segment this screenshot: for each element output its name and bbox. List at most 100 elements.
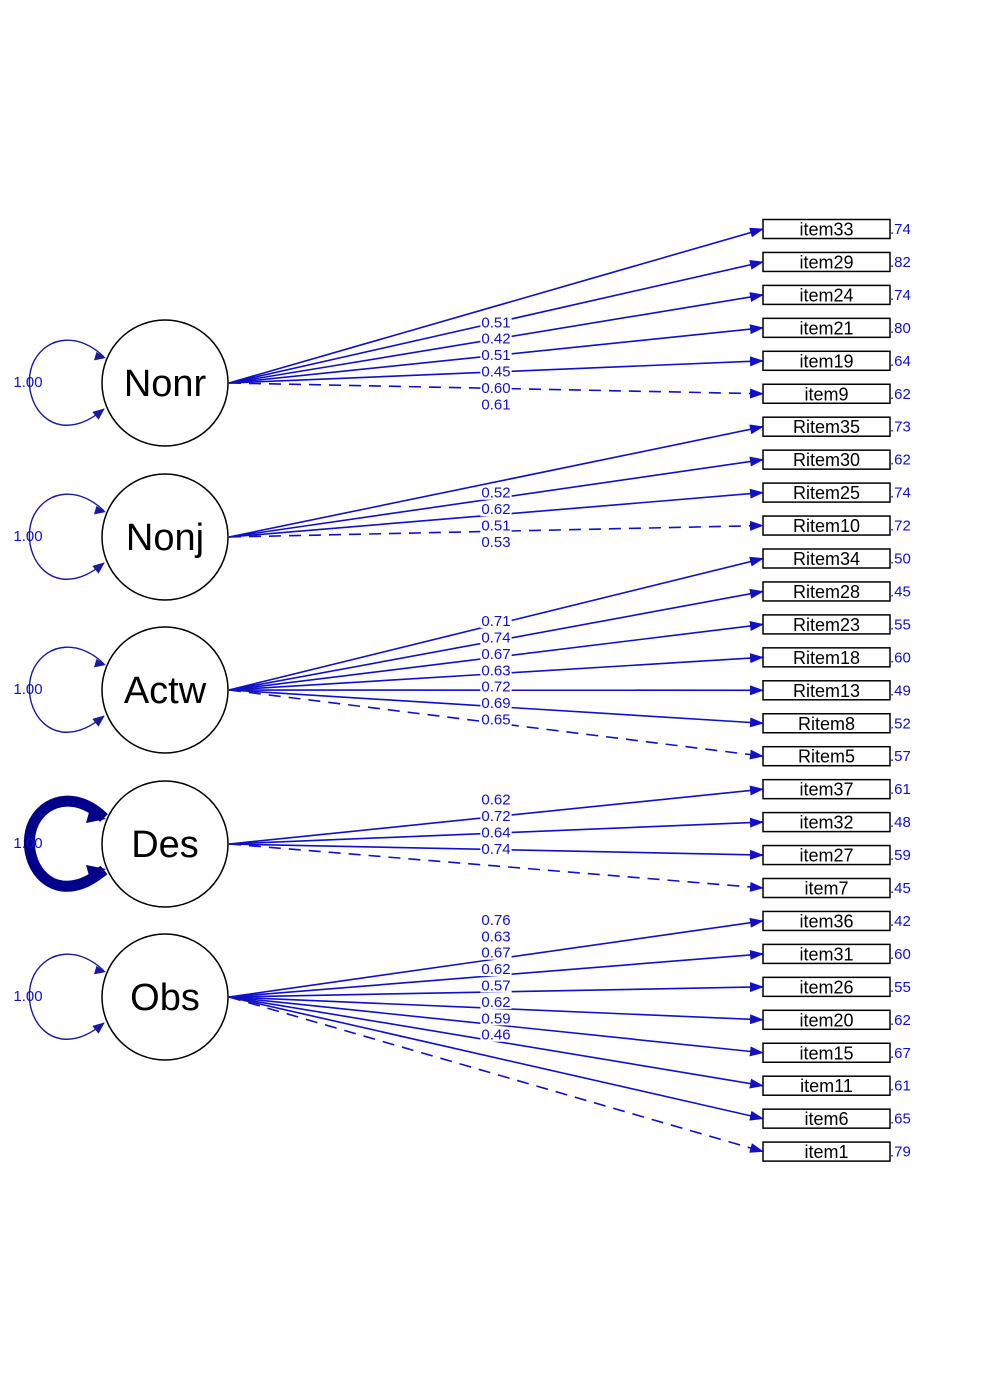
variance-arrowhead xyxy=(86,865,106,879)
item-label: item37 xyxy=(799,780,853,800)
item-label: Ritem18 xyxy=(793,648,860,668)
loading-label: 0.51 xyxy=(481,347,510,364)
latent-label: Nonj xyxy=(126,517,204,559)
loading-label: 0.62 xyxy=(481,501,510,518)
item-label: item20 xyxy=(799,1010,853,1030)
residual-label: .61 xyxy=(890,1078,911,1095)
item-box-ritem30 xyxy=(762,449,891,470)
residual-label: .74 xyxy=(890,287,911,304)
label-backdrop xyxy=(480,1028,512,1042)
loading-label: 0.63 xyxy=(481,662,510,679)
item-label: item29 xyxy=(799,252,853,272)
residual-label: .80 xyxy=(890,320,911,337)
item-box-item24 xyxy=(762,284,891,306)
item-label: item26 xyxy=(799,977,853,997)
item-box-ritem34 xyxy=(762,548,891,569)
residual-label: .61 xyxy=(890,781,911,798)
variance-loop-nonr xyxy=(28,339,105,426)
latent-node-des xyxy=(101,780,229,908)
loading-path-obs-item1 xyxy=(228,996,764,1153)
item-label: item32 xyxy=(799,813,853,833)
loading-label: 0.62 xyxy=(481,792,510,809)
loading-label: 0.62 xyxy=(481,961,510,978)
loading-path-des-item7 xyxy=(228,843,764,892)
residual-label: .50 xyxy=(890,551,911,568)
item-box-item29 xyxy=(762,251,891,273)
item-label: item21 xyxy=(799,318,853,338)
variance-arrowhead xyxy=(86,809,106,823)
item-box-item37 xyxy=(762,778,891,800)
item-box-item7 xyxy=(762,877,891,899)
loading-label: 0.52 xyxy=(481,485,510,502)
loading-label: 0.74 xyxy=(481,630,510,647)
residual-label: .82 xyxy=(890,254,911,271)
item-box-item1 xyxy=(762,1141,891,1162)
residual-label: .64 xyxy=(890,353,911,370)
latent-label: Actw xyxy=(124,670,207,712)
residual-label: .52 xyxy=(890,715,911,732)
variance-loop-des xyxy=(23,795,108,892)
nodes: item33item29item24item21item19item9NonrR… xyxy=(101,218,891,1162)
label-backdrop xyxy=(480,664,512,678)
item-box-item20 xyxy=(762,1009,891,1031)
variance-label: 1.00 xyxy=(13,374,42,391)
label-backdrop xyxy=(480,963,512,977)
item-label: Ritem13 xyxy=(793,681,860,701)
label-backdrop xyxy=(480,930,512,944)
label-backdrop xyxy=(480,946,512,960)
label-backdrop xyxy=(480,519,512,533)
label-backdrop xyxy=(480,713,512,727)
item-box-item15 xyxy=(762,1042,891,1063)
item-box-ritem35 xyxy=(762,416,891,437)
latent-label: Des xyxy=(131,824,199,866)
loading-label: 0.74 xyxy=(481,841,510,858)
loading-label: 0.67 xyxy=(481,945,510,962)
residual-label: .62 xyxy=(890,1012,911,1029)
label-backdrop xyxy=(480,913,512,927)
residual-label: .48 xyxy=(890,814,911,831)
item-label: Ritem5 xyxy=(798,747,855,767)
residual-label: .60 xyxy=(890,649,911,666)
item-box-item27 xyxy=(762,844,891,866)
item-label: item27 xyxy=(799,846,853,866)
label-backdrop xyxy=(480,535,512,549)
variance-loop-nonj xyxy=(28,493,105,580)
item-box-item21 xyxy=(762,317,891,339)
label-backdrop xyxy=(480,680,512,694)
item-box-item33 xyxy=(762,218,891,240)
item-box-item31 xyxy=(762,943,891,965)
item-label: Ritem10 xyxy=(793,516,860,536)
label-backdrop xyxy=(480,995,512,1009)
item-label: item6 xyxy=(804,1109,848,1129)
item-label: item11 xyxy=(800,1076,853,1096)
loading-label: 0.53 xyxy=(481,534,510,551)
loading-label: 0.42 xyxy=(481,331,510,348)
residual-label: .73 xyxy=(890,419,911,436)
residual-label: .65 xyxy=(890,1111,911,1128)
loading-label: 0.71 xyxy=(481,613,510,630)
loading-label: 0.64 xyxy=(481,825,510,842)
item-box-item26 xyxy=(762,976,891,998)
label-backdrop xyxy=(480,631,512,645)
item-box-ritem28 xyxy=(762,581,891,602)
residual-label: .42 xyxy=(890,913,911,930)
label-backdrop xyxy=(480,1012,512,1026)
loading-path-obs-item6 xyxy=(228,996,764,1121)
item-label: item1 xyxy=(804,1142,848,1162)
label-backdrop xyxy=(480,810,512,824)
loading-label: 0.67 xyxy=(481,646,510,663)
loading-label: 0.76 xyxy=(481,912,510,929)
item-box-item36 xyxy=(762,910,891,932)
item-label: Ritem8 xyxy=(798,714,855,734)
label-backdrop xyxy=(480,332,512,346)
label-backdrop xyxy=(480,793,512,807)
item-label: item15 xyxy=(799,1043,853,1063)
item-label: item31 xyxy=(799,944,853,964)
loading-path-nonr-item33 xyxy=(228,227,764,384)
item-label: Ritem28 xyxy=(793,582,860,602)
label-backdrop xyxy=(480,486,512,500)
item-label: item24 xyxy=(799,285,853,305)
loading-label: 0.45 xyxy=(481,364,510,381)
loading-label: 0.72 xyxy=(481,808,510,825)
item-label: Ritem34 xyxy=(793,549,860,569)
